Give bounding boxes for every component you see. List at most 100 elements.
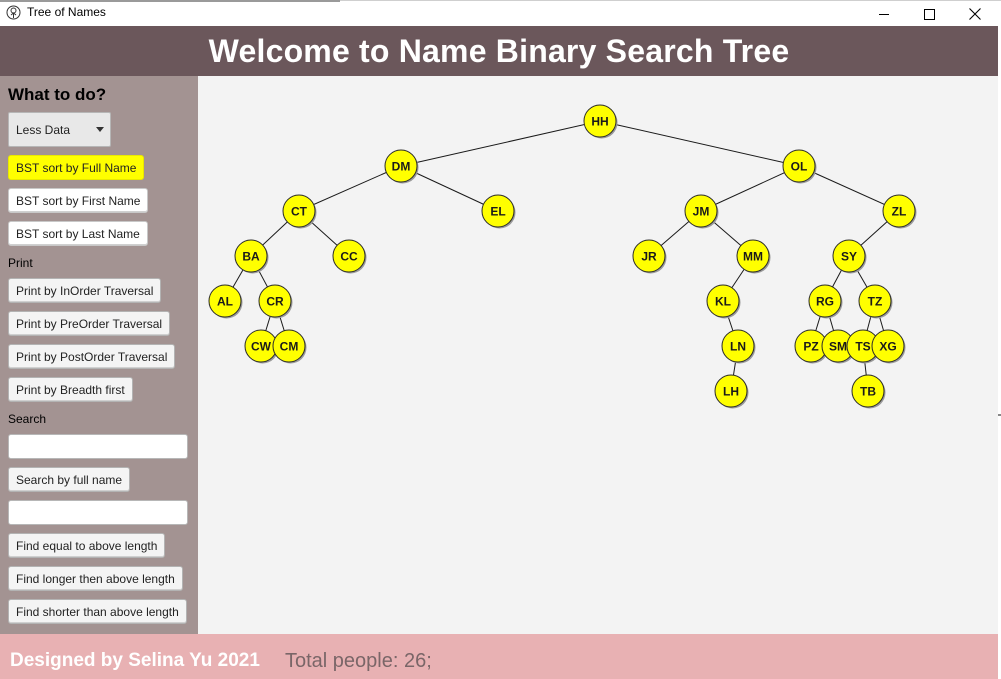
tree-edge-ol-jm (700, 165, 800, 212)
node-circle (282, 194, 316, 228)
tree-node-cr: CR (258, 284, 293, 319)
node-label: JR (641, 250, 657, 264)
node-circle (882, 194, 916, 228)
maximize-icon (923, 8, 935, 20)
search-full-name-button[interactable]: Search by full name (8, 467, 131, 492)
window-titlebar: Tree of Names (0, 0, 1001, 26)
print-breadth-first-button[interactable]: Print by Breadth first (8, 377, 133, 402)
node-label: TZ (868, 295, 883, 309)
tree-node-hh: HH (583, 104, 618, 139)
data-size-dropdown[interactable]: Less Data (8, 112, 111, 147)
node-label: LN (730, 340, 746, 354)
tree-node-cc: CC (332, 239, 367, 274)
node-label: MM (743, 250, 763, 264)
tree-node-jm: JM (684, 194, 719, 229)
tree-node-kl: KL (706, 284, 741, 319)
node-circle (632, 239, 666, 273)
tree-node-sm: SM (821, 329, 856, 364)
tree-node-rg: RG (808, 284, 843, 319)
node-circle (272, 329, 306, 363)
tree-node-tz: TZ (858, 284, 893, 319)
node-circle (583, 104, 617, 138)
tree-node-dm: DM (384, 149, 419, 184)
node-label: JM (693, 205, 710, 219)
designer-credit: Designed by Selina Yu 2021 (10, 650, 260, 671)
node-circle (384, 149, 418, 183)
chevron-down-icon (96, 127, 104, 132)
node-circle (208, 284, 242, 318)
node-label: DM (392, 160, 411, 174)
tree-node-mm: MM (736, 239, 771, 274)
node-label: EL (490, 205, 505, 219)
tree-node-ts: TS (846, 329, 881, 364)
tree-node-al: AL (208, 284, 243, 319)
tree-node-sy: SY (832, 239, 867, 274)
tree-node-ln: LN (721, 329, 756, 364)
tree-node-jr: JR (632, 239, 667, 274)
page-title: Welcome to Name Binary Search Tree (208, 32, 790, 69)
node-label: XG (879, 340, 896, 354)
close-icon (969, 8, 981, 20)
node-circle (481, 194, 515, 228)
sidebar: What to do? Less Data BST sort by Full N… (0, 76, 198, 634)
maximize-button[interactable] (906, 1, 952, 27)
dropdown-selected-value: Less Data (16, 123, 71, 137)
node-label: PZ (803, 340, 818, 354)
close-button[interactable] (952, 1, 998, 27)
tree-node-el: EL (481, 194, 516, 229)
tree-edge-ol-zl (798, 165, 900, 212)
node-circle (871, 329, 905, 363)
print-section-label: Print (8, 256, 33, 270)
tree-node-cm: CM (272, 329, 307, 364)
tree-edge-hh-ol (599, 120, 800, 167)
node-circle (808, 284, 842, 318)
node-label: LH (723, 385, 739, 399)
node-circle (258, 284, 292, 318)
total-people-count: Total people: 26; (285, 650, 432, 672)
node-circle (332, 239, 366, 273)
node-circle (234, 239, 268, 273)
sort-last-name-button[interactable]: BST sort by Last Name (8, 221, 148, 246)
search-section-label: Search (8, 412, 47, 426)
find-equal-length-button[interactable]: Find equal to above length (8, 533, 166, 558)
sort-full-name-button[interactable]: BST sort by Full Name (8, 155, 145, 180)
node-circle (714, 374, 748, 408)
node-circle (851, 374, 885, 408)
node-label: TB (860, 385, 876, 399)
node-label: CM (280, 340, 299, 354)
length-input[interactable] (8, 500, 188, 525)
tree-node-zl: ZL (882, 194, 917, 229)
tree-node-tb: TB (851, 374, 886, 409)
node-label: CC (340, 250, 358, 264)
node-circle (782, 149, 816, 183)
node-circle (736, 239, 770, 273)
node-label: CT (291, 205, 308, 219)
node-circle (858, 284, 892, 318)
node-label: KL (715, 295, 731, 309)
search-input[interactable] (8, 434, 188, 459)
tree-node-ol: OL (782, 149, 817, 184)
find-longer-length-button[interactable]: Find longer then above length (8, 566, 183, 591)
find-shorter-length-button[interactable]: Find shorter than above length (8, 599, 187, 624)
node-label: HH (591, 115, 608, 129)
tree-node-cw: CW (244, 329, 279, 364)
print-postorder-button[interactable]: Print by PostOrder Traversal (8, 344, 176, 369)
node-label: RG (816, 295, 834, 309)
print-preorder-button[interactable]: Print by PreOrder Traversal (8, 311, 171, 336)
titlebar-accent-line (0, 0, 340, 2)
sort-first-name-button[interactable]: BST sort by First Name (8, 188, 149, 213)
node-circle (832, 239, 866, 273)
print-inorder-button[interactable]: Print by InOrder Traversal (8, 278, 162, 303)
node-label: TS (855, 340, 870, 354)
minimize-button[interactable] (861, 1, 907, 27)
node-label: BA (242, 250, 260, 264)
node-circle (721, 329, 755, 363)
tree-node-pz: PZ (794, 329, 829, 364)
tree-node-xg: XG (871, 329, 906, 364)
tree-edge-hh-dm (400, 120, 601, 167)
node-label: ZL (892, 205, 907, 219)
tree-node-ba: BA (234, 239, 269, 274)
tree-node-lh: LH (714, 374, 749, 409)
node-label: CR (266, 295, 284, 309)
window-title: Tree of Names (27, 5, 106, 19)
